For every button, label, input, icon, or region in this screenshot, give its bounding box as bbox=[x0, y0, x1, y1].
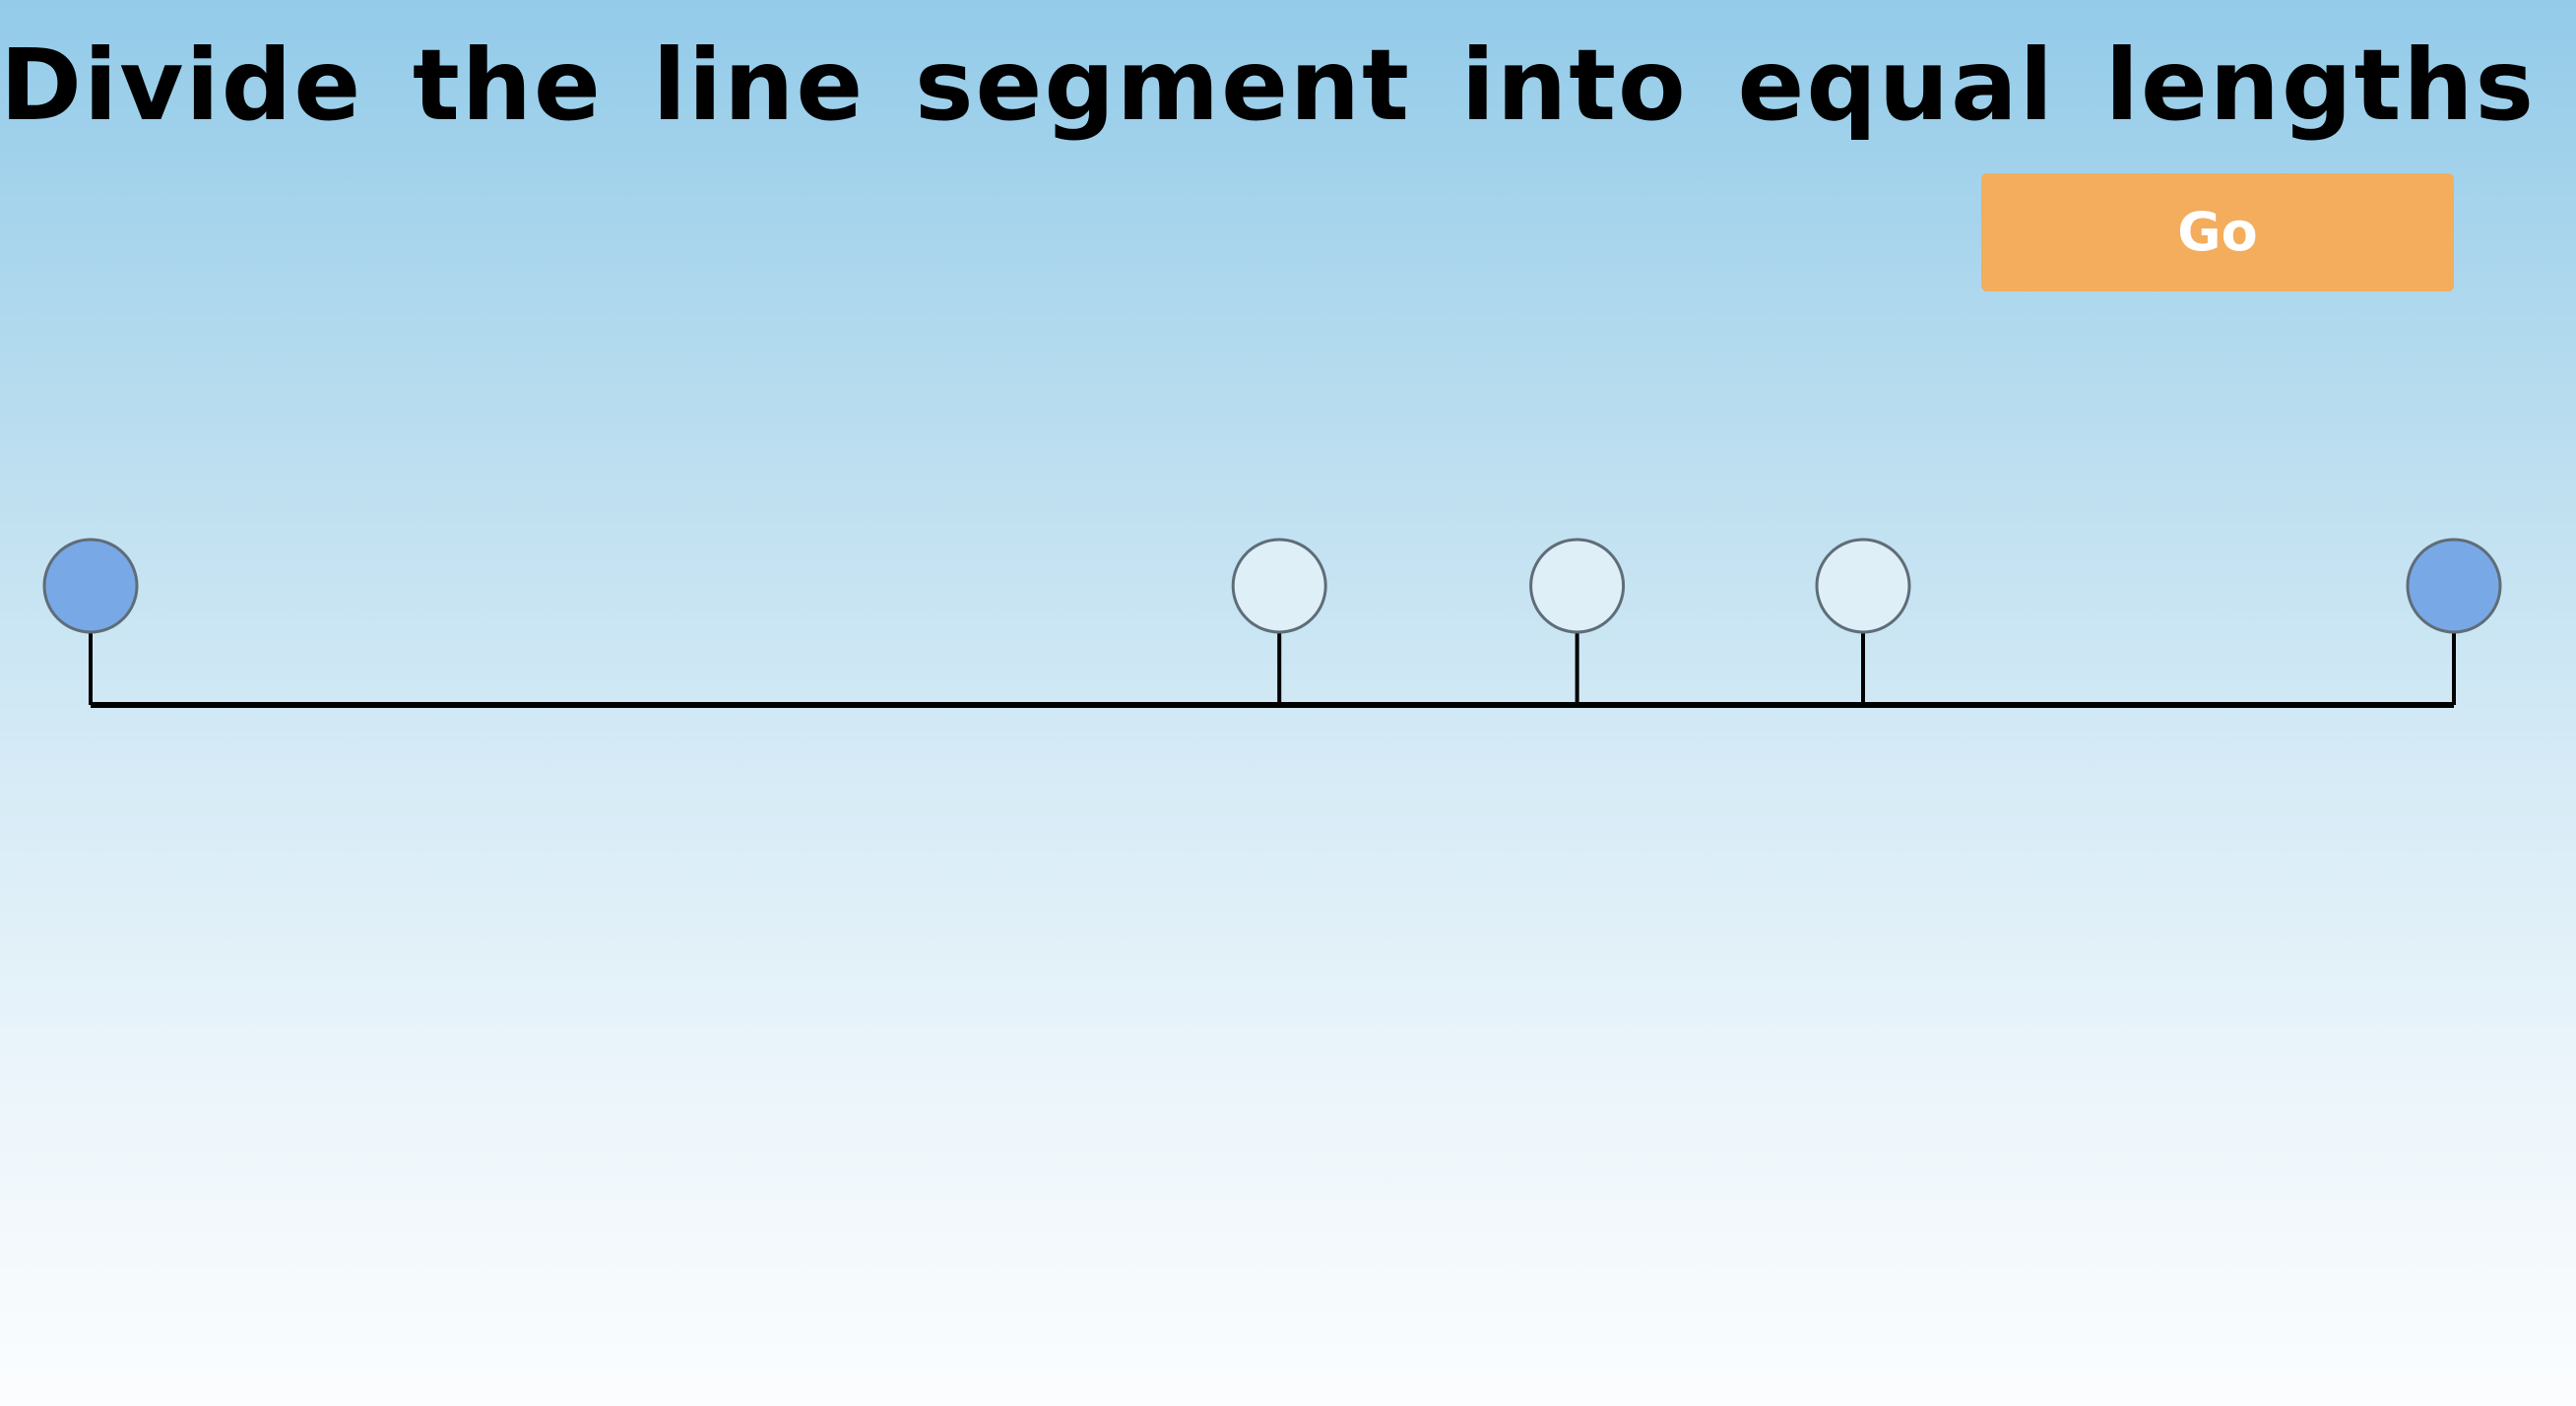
divider-handle-3[interactable] bbox=[1815, 538, 1911, 705]
page-title: Divide the line segment into equal lengt… bbox=[0, 28, 2537, 143]
start-endpoint-circle bbox=[42, 538, 139, 634]
divider-handle-2-circle[interactable] bbox=[1529, 538, 1626, 634]
go-button[interactable]: Go bbox=[1981, 173, 2454, 291]
end-endpoint bbox=[2406, 538, 2502, 705]
divider-handle-3-circle[interactable] bbox=[1815, 538, 1911, 634]
divider-handle-1-circle[interactable] bbox=[1231, 538, 1327, 634]
divider-handle-2[interactable] bbox=[1529, 538, 1626, 705]
markers-layer bbox=[42, 538, 2502, 705]
divider-handle-1[interactable] bbox=[1231, 538, 1327, 705]
end-endpoint-circle bbox=[2406, 538, 2502, 634]
start-endpoint bbox=[42, 538, 139, 705]
